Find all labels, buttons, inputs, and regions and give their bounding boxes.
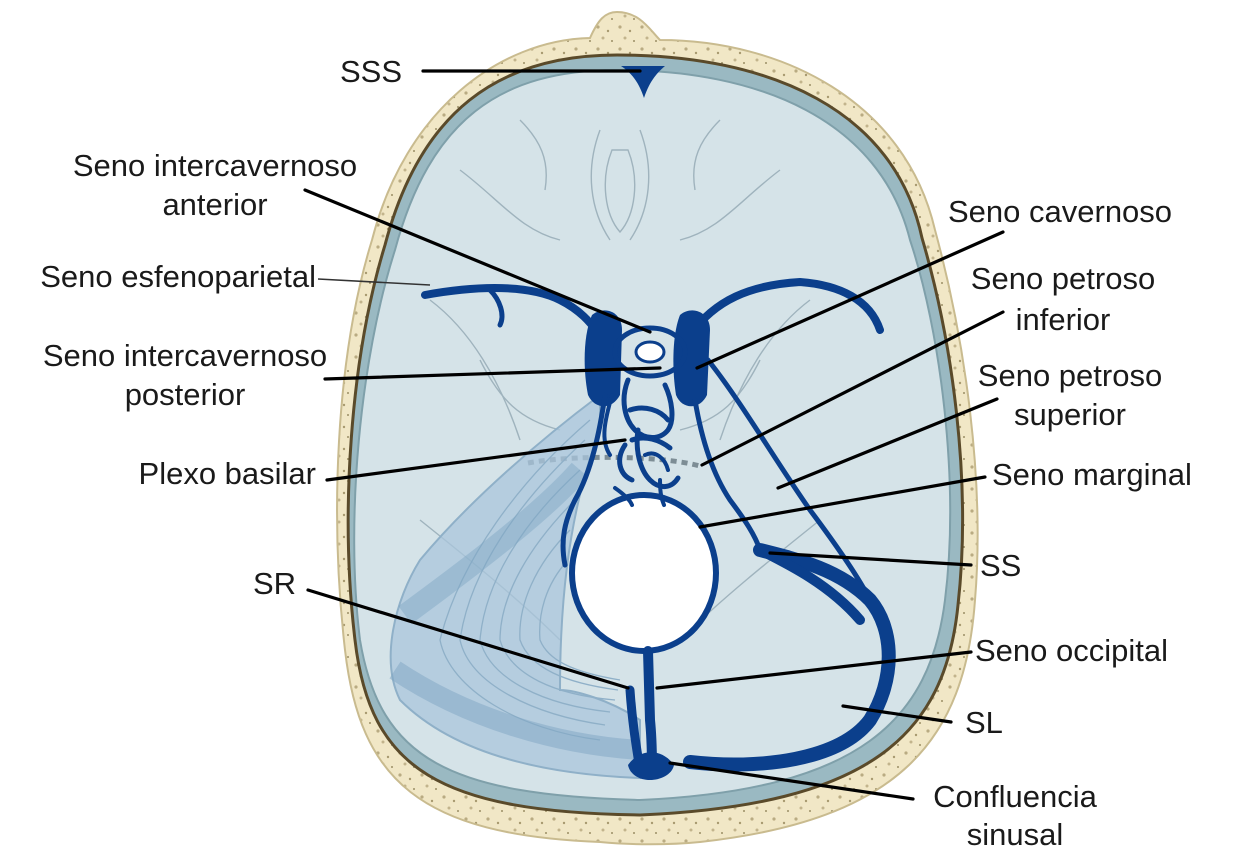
label-seno-marginal: Seno marginal [992,457,1192,492]
label-seno-intercavernoso-posterior-line1: Seno intercavernoso [43,338,327,373]
foramen-magnum [572,495,716,651]
label-seno-petroso-inferior-line1: Seno petroso [971,261,1155,296]
label-confluencia-sinusal-line2: sinusal [967,817,1064,852]
cavernous-sinus-right [673,310,710,406]
label-seno-intercavernoso-anterior-line2: anterior [162,187,267,222]
label-confluencia-sinusal-line1: Confluencia [933,779,1097,814]
label-seno-esfenoparietal: Seno esfenoparietal [40,259,316,294]
label-seno-intercavernoso-posterior-line2: posterior [125,377,246,412]
label-sl: SL [965,705,1003,740]
label-seno-petroso-superior-line2: superior [1014,397,1126,432]
label-seno-intercavernoso-anterior-line1: Seno intercavernoso [73,148,357,183]
label-seno-cavernoso: Seno cavernoso [948,194,1172,229]
label-ss: SS [980,548,1021,583]
occipital-sinus [648,651,652,770]
label-sss: SSS [340,54,402,89]
label-plexo-basilar: Plexo basilar [139,456,316,491]
label-sr: SR [253,566,296,601]
label-seno-petroso-superior-line1: Seno petroso [978,358,1162,393]
label-seno-occipital: Seno occipital [975,633,1168,668]
label-seno-petroso-inferior-line2: inferior [1016,302,1111,337]
